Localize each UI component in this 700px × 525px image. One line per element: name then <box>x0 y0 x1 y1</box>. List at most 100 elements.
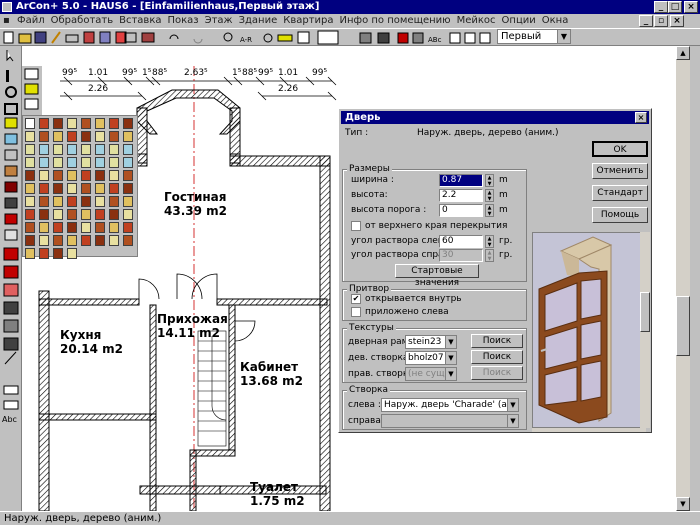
preview-scroll-thumb[interactable] <box>640 292 650 332</box>
door-type-cell[interactable] <box>81 209 91 220</box>
door-type-cell[interactable] <box>53 222 63 233</box>
vertical-scrollbar[interactable]: ▲ ▼ <box>676 46 690 511</box>
doc-close-button[interactable]: × <box>670 15 684 27</box>
search-right-leaf-button[interactable]: Поиск <box>471 366 523 380</box>
door-type-cell[interactable] <box>81 183 91 194</box>
door-type-cell[interactable] <box>81 170 91 181</box>
door-type-cell[interactable] <box>39 248 49 259</box>
door-type-cell[interactable] <box>67 157 77 168</box>
door-type-cell[interactable] <box>95 196 105 207</box>
right-angle-input[interactable]: 30 <box>439 249 483 262</box>
door-type-cell[interactable] <box>25 248 35 259</box>
door-type-cell[interactable] <box>123 222 133 233</box>
left-angle-input[interactable]: 60 <box>439 235 483 248</box>
door-type-cell[interactable] <box>109 144 119 155</box>
window-titlebar[interactable]: ArCon+ 5.0 - HAUS6 - [Einfamilienhaus,Пе… <box>0 0 700 14</box>
chevron-down-icon[interactable]: ▼ <box>445 368 456 380</box>
door-type-cell[interactable] <box>25 183 35 194</box>
door-type-cell[interactable] <box>25 170 35 181</box>
door-type-cell[interactable] <box>123 209 133 220</box>
ok-button[interactable]: OK <box>592 141 648 157</box>
scroll-down-icon[interactable]: ▼ <box>676 497 690 511</box>
door-type-cell[interactable] <box>123 157 133 168</box>
cancel-button[interactable]: Отменить <box>592 163 648 179</box>
door-type-cell[interactable] <box>53 144 63 155</box>
right-leaf-select[interactable]: (не существ.)▼ <box>405 367 457 381</box>
left-leaf-select[interactable]: bholz07▼ <box>405 351 457 365</box>
menu-options[interactable]: Опции <box>501 15 536 26</box>
door-type-cell[interactable] <box>81 118 91 129</box>
door-type-cell[interactable] <box>67 170 77 181</box>
menu-apartment[interactable]: Квартира <box>283 15 334 26</box>
door-type-cell[interactable] <box>95 235 105 246</box>
menu-building[interactable]: Здание <box>238 15 278 26</box>
app-icon[interactable] <box>2 2 12 12</box>
threshold-spinner[interactable]: ▲▼ <box>485 204 494 217</box>
door-type-cell[interactable] <box>67 248 77 259</box>
door-type-cell[interactable] <box>123 118 133 129</box>
leaf-left-select[interactable]: Наруж. дверь 'Charade' (аним.)▼ <box>381 398 519 412</box>
door-type-cell[interactable] <box>39 131 49 142</box>
door-type-cell[interactable] <box>109 222 119 233</box>
door-type-cell[interactable] <box>81 131 91 142</box>
door-type-cell[interactable] <box>109 157 119 168</box>
menu-insert[interactable]: Вставка <box>119 15 162 26</box>
door-type-cell[interactable] <box>123 196 133 207</box>
door-type-cell[interactable] <box>109 196 119 207</box>
from-top-checkbox[interactable] <box>351 221 361 231</box>
door-type-cell[interactable] <box>67 183 77 194</box>
door-type-cell[interactable] <box>123 183 133 194</box>
door-type-cell[interactable] <box>25 209 35 220</box>
door-type-cell[interactable] <box>25 131 35 142</box>
door-type-cell[interactable] <box>123 144 133 155</box>
standard-button[interactable]: Стандарт <box>592 185 648 201</box>
door-type-cell[interactable] <box>95 183 105 194</box>
threshold-input[interactable]: 0 <box>439 204 483 217</box>
menu-floor[interactable]: Этаж <box>204 15 233 26</box>
door-type-cell[interactable] <box>95 170 105 181</box>
search-frame-button[interactable]: Поиск <box>471 334 523 348</box>
door-type-cell[interactable] <box>53 183 63 194</box>
menu-macros[interactable]: Мейкос <box>456 15 496 26</box>
door-type-cell[interactable] <box>67 235 77 246</box>
door-type-cell[interactable] <box>95 144 105 155</box>
door-type-cell[interactable] <box>95 209 105 220</box>
door-type-cell[interactable] <box>53 131 63 142</box>
height-input[interactable]: 2.2 <box>439 189 483 202</box>
door-type-cell[interactable] <box>81 222 91 233</box>
door-type-cell[interactable] <box>39 235 49 246</box>
scroll-up-icon[interactable]: ▲ <box>676 46 690 60</box>
door-type-cell[interactable] <box>39 209 49 220</box>
door-type-cell[interactable] <box>53 196 63 207</box>
minimize-button[interactable]: _ <box>654 1 668 13</box>
menu-edit[interactable]: Обработать <box>50 15 114 26</box>
menu-room-info[interactable]: Инфо по помещению <box>339 15 451 26</box>
door-type-cell[interactable] <box>67 131 77 142</box>
door-type-cell[interactable] <box>67 196 77 207</box>
door-type-cell[interactable] <box>53 170 63 181</box>
door-frame-select[interactable]: stein23▼ <box>405 335 457 349</box>
width-input[interactable]: 0.87 <box>439 174 483 187</box>
search-left-leaf-button[interactable]: Поиск <box>471 350 523 364</box>
door-type-cell[interactable] <box>123 131 133 142</box>
door-type-cell[interactable] <box>39 222 49 233</box>
door-type-cell[interactable] <box>81 157 91 168</box>
menu-file[interactable]: Файл <box>17 15 45 26</box>
floor-select[interactable]: Первый этаж ▼ <box>497 29 571 55</box>
door-type-cell[interactable] <box>39 144 49 155</box>
text-tool-label[interactable]: Abc <box>2 415 17 424</box>
dialog-close-button[interactable]: × <box>635 112 647 123</box>
right-angle-spinner[interactable]: ▲▼ <box>485 249 494 262</box>
door-type-cell[interactable] <box>67 209 77 220</box>
menu-view[interactable]: Показ <box>167 15 199 26</box>
door-type-cell[interactable] <box>109 131 119 142</box>
door-type-cell[interactable] <box>81 144 91 155</box>
door-type-cell[interactable] <box>25 118 35 129</box>
preview-hscrollbar[interactable] <box>532 428 646 432</box>
door-type-cell[interactable] <box>95 118 105 129</box>
leaf-right-select[interactable]: ▼ <box>381 414 519 428</box>
door-type-cell[interactable] <box>53 248 63 259</box>
door-type-cell[interactable] <box>123 235 133 246</box>
height-spinner[interactable]: ▲▼ <box>485 189 494 202</box>
door-type-cell[interactable] <box>95 157 105 168</box>
